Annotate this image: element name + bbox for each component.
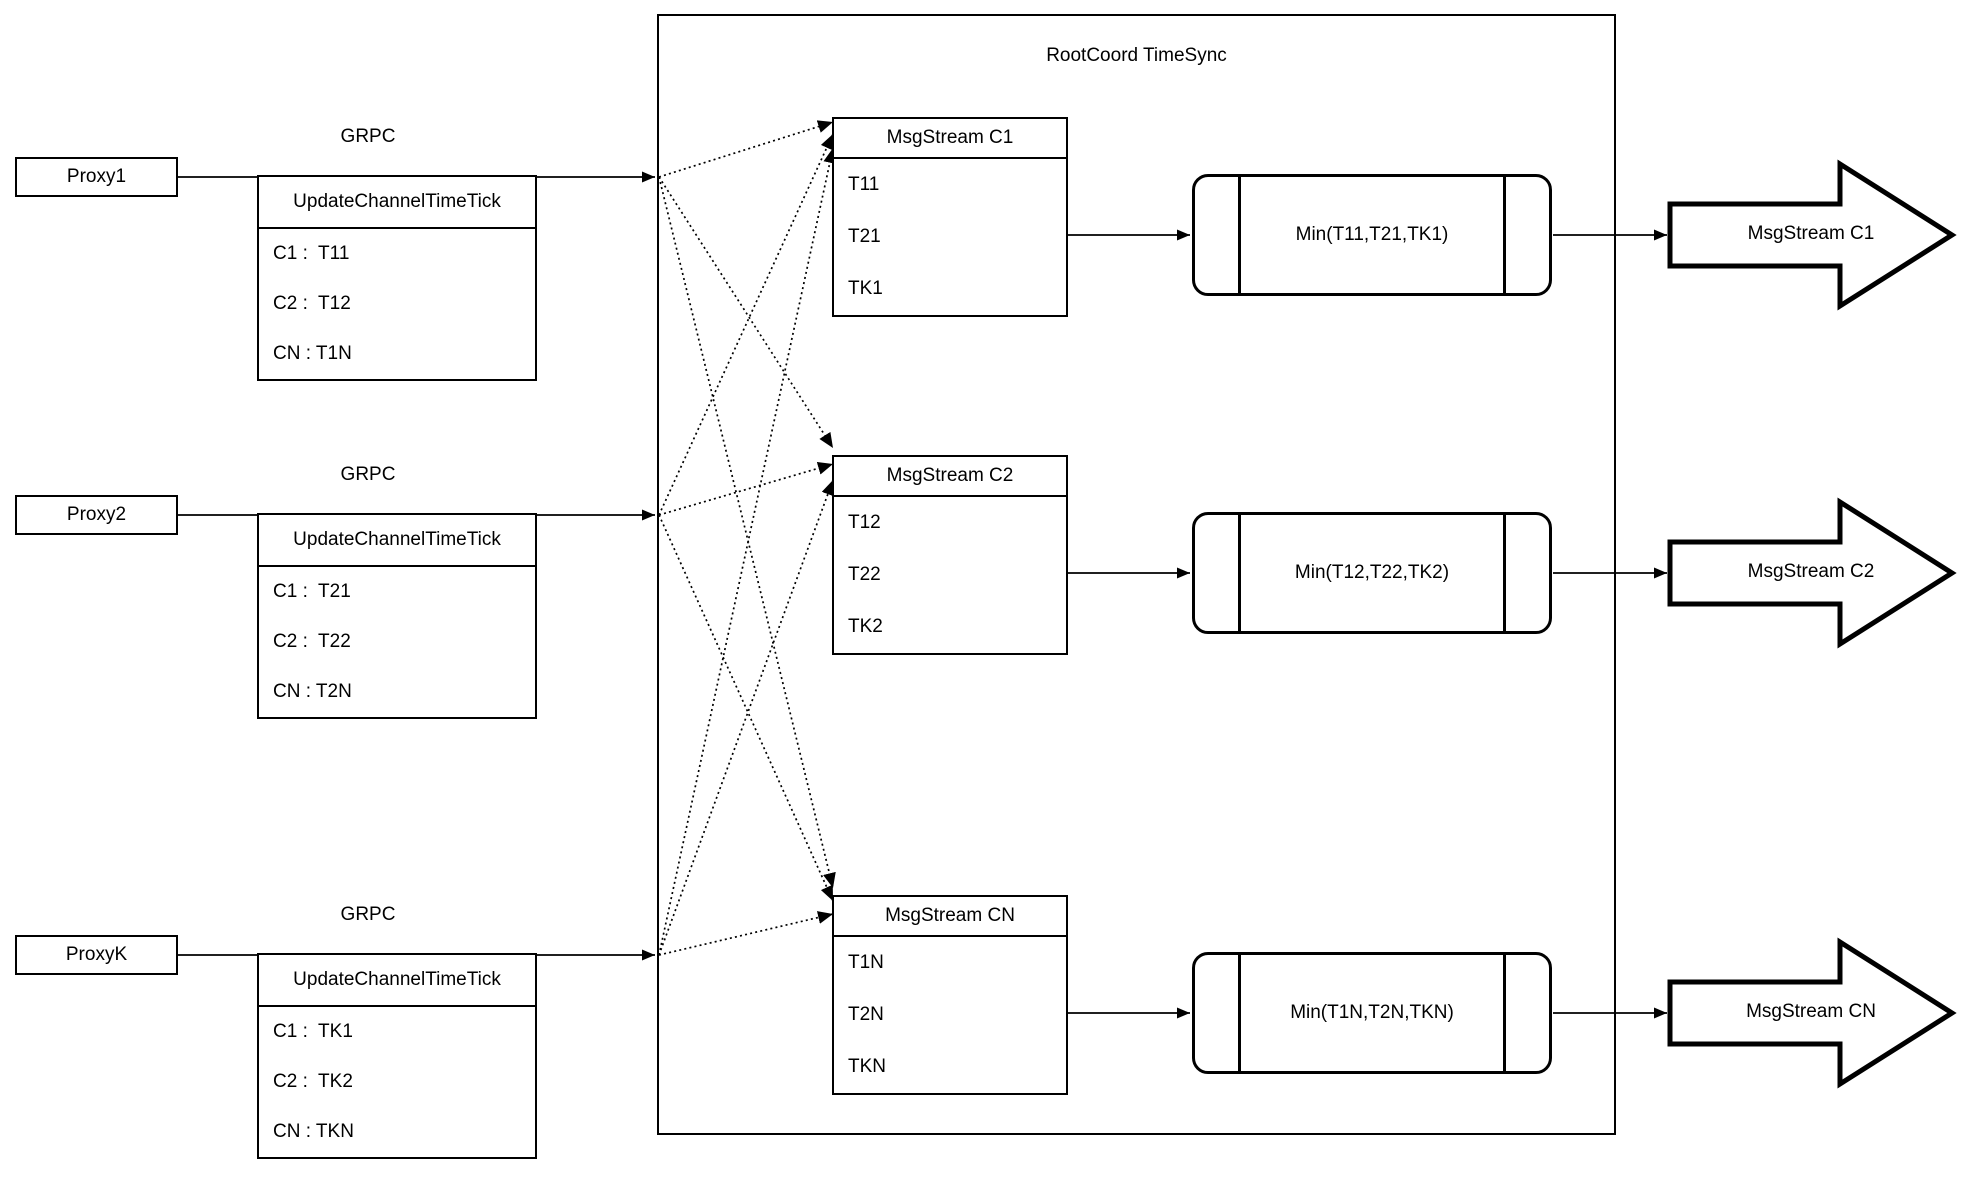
table-row: C2 : T12 <box>273 293 351 314</box>
table-row: C1 : T21 <box>273 581 351 602</box>
msgstream-output-arrow <box>1667 937 1957 1089</box>
update-channel-timetick-table: UpdateChannelTimeTick C1 : T11 C2 : T12 … <box>257 175 537 381</box>
table-row: C1 : TK1 <box>273 1021 353 1042</box>
process-side-bar <box>1195 515 1241 631</box>
min-process-box: Min(T12,T22,TK2) <box>1192 512 1552 634</box>
table-header: MsgStream CN <box>834 897 1066 937</box>
grpc-label: GRPC <box>340 904 396 925</box>
min-process-box: Min(T1N,T2N,TKN) <box>1192 952 1552 1074</box>
table-row: CN : T2N <box>273 681 352 702</box>
table-row: T2N <box>848 1004 884 1025</box>
process-side-bar <box>1503 515 1549 631</box>
grpc-label: GRPC <box>340 464 396 485</box>
table-row: C2 : TK2 <box>273 1071 353 1092</box>
msgstream-channel-table: MsgStream C2 T12 T22 TK2 <box>832 455 1068 655</box>
msgstream-channel-table: MsgStream CN T1N T2N TKN <box>832 895 1068 1095</box>
table-row: TKN <box>848 1056 886 1077</box>
table-row: T12 <box>848 512 881 533</box>
output-arrow-label: MsgStream C2 <box>1747 561 1875 582</box>
process-side-bar <box>1195 955 1241 1071</box>
grpc-label: GRPC <box>340 126 396 147</box>
update-channel-timetick-table: UpdateChannelTimeTick C1 : TK1 C2 : TK2 … <box>257 953 537 1159</box>
table-row: T11 <box>848 174 880 195</box>
table-row: C1 : T11 <box>273 243 350 264</box>
table-row: T21 <box>848 226 881 247</box>
proxy-box: ProxyK <box>15 935 178 975</box>
proxy-box: Proxy1 <box>15 157 178 197</box>
table-row: T1N <box>848 952 884 973</box>
process-side-bar <box>1503 955 1549 1071</box>
msgstream-output-arrows <box>1667 159 1957 1089</box>
min-label: Min(T11,T21,TK1) <box>1295 224 1449 245</box>
table-row: C2 : T22 <box>273 631 351 652</box>
process-side-bar <box>1503 177 1549 293</box>
rootcoord-timesync-box <box>657 14 1616 1135</box>
output-arrow-label: MsgStream CN <box>1746 1001 1876 1022</box>
table-row: CN : T1N <box>273 343 352 364</box>
table-header: UpdateChannelTimeTick <box>259 955 535 1007</box>
msgstream-output-arrow <box>1667 159 1957 311</box>
output-arrow-label: MsgStream C1 <box>1747 223 1875 244</box>
update-channel-timetick-table: UpdateChannelTimeTick C1 : T21 C2 : T22 … <box>257 513 537 719</box>
table-row: CN : TKN <box>273 1121 354 1142</box>
msgstream-channel-table: MsgStream C1 T11 T21 TK1 <box>832 117 1068 317</box>
table-header: MsgStream C1 <box>834 119 1066 159</box>
dotted-connectors <box>658 120 837 956</box>
process-side-bar <box>1195 177 1241 293</box>
table-row: TK1 <box>848 278 883 299</box>
min-label: Min(T1N,T2N,TKN) <box>1290 1002 1454 1023</box>
table-header: UpdateChannelTimeTick <box>259 177 535 229</box>
table-row: TK2 <box>848 616 883 637</box>
msgstream-output-arrow <box>1667 497 1957 649</box>
table-row: T22 <box>848 564 881 585</box>
proxy-box: Proxy2 <box>15 495 178 535</box>
table-header: UpdateChannelTimeTick <box>259 515 535 567</box>
min-process-box: Min(T11,T21,TK1) <box>1192 174 1552 296</box>
min-label: Min(T12,T22,TK2) <box>1294 562 1450 583</box>
rootcoord-title: RootCoord TimeSync <box>1046 45 1227 66</box>
table-header: MsgStream C2 <box>834 457 1066 497</box>
